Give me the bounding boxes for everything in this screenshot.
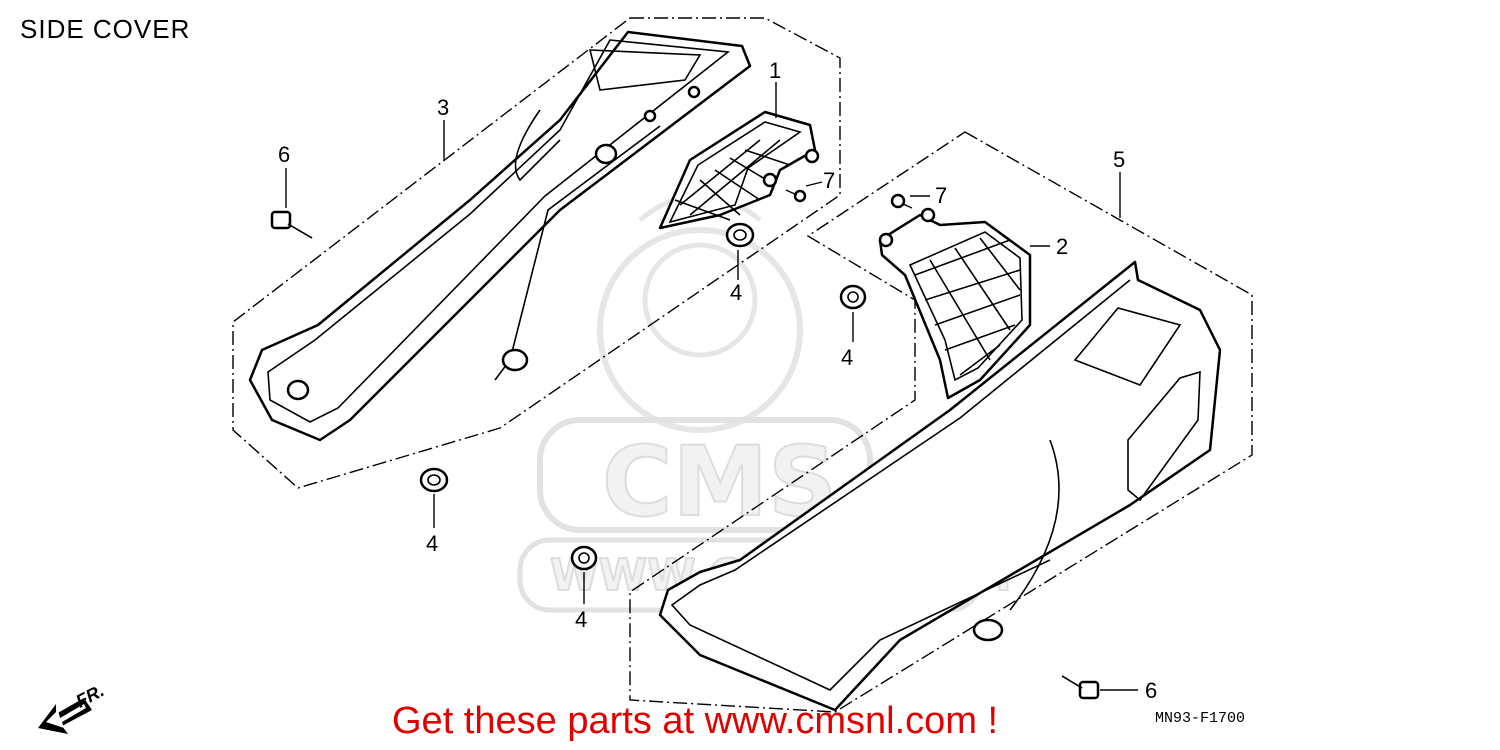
- callout-4-grommet-d: 4: [575, 607, 587, 632]
- callout-3: 3: [437, 95, 449, 120]
- part-6-bolt-left: [270, 210, 313, 239]
- callout-5: 5: [1113, 147, 1125, 172]
- callout-4-grommet-b: 4: [841, 345, 853, 370]
- front-direction-marker: FR.: [38, 680, 107, 734]
- right-assembly-boundary: [629, 131, 1253, 713]
- leader-lines: [285, 82, 1138, 691]
- callout-6-right: 6: [1145, 678, 1157, 703]
- diagram-title: SIDE COVER: [20, 14, 191, 44]
- part-4-grommet-a: [725, 222, 755, 248]
- part-1-upper-grille: [658, 110, 820, 230]
- callout-4-grommet-a: 4: [730, 280, 742, 305]
- part-7-screw-lower: [890, 193, 913, 209]
- part-6-bolt-right: [1061, 675, 1100, 700]
- part-2-lower-grille: [878, 207, 1032, 400]
- part-4-grommet-c: [419, 467, 449, 493]
- promo-link[interactable]: Get these parts at www.cmsnl.com !: [392, 700, 999, 742]
- callout-4-grommet-c: 4: [426, 531, 438, 556]
- part-7-screw-upper: [785, 189, 807, 203]
- callout-1: 1: [769, 58, 781, 83]
- callout-7-lower: 7: [935, 183, 947, 208]
- callout-7-upper: 7: [823, 168, 835, 193]
- diagram-code: MN93-F1700: [1155, 710, 1245, 727]
- part-5-right-side-cover: [658, 260, 1222, 712]
- callout-2: 2: [1056, 234, 1068, 259]
- part-3-left-side-cover: [248, 30, 752, 442]
- part-4-grommet-b: [839, 284, 867, 310]
- left-assembly-boundary: [232, 17, 841, 489]
- callout-6-left: 6: [278, 142, 290, 167]
- part-4-grommet-d: [570, 545, 598, 571]
